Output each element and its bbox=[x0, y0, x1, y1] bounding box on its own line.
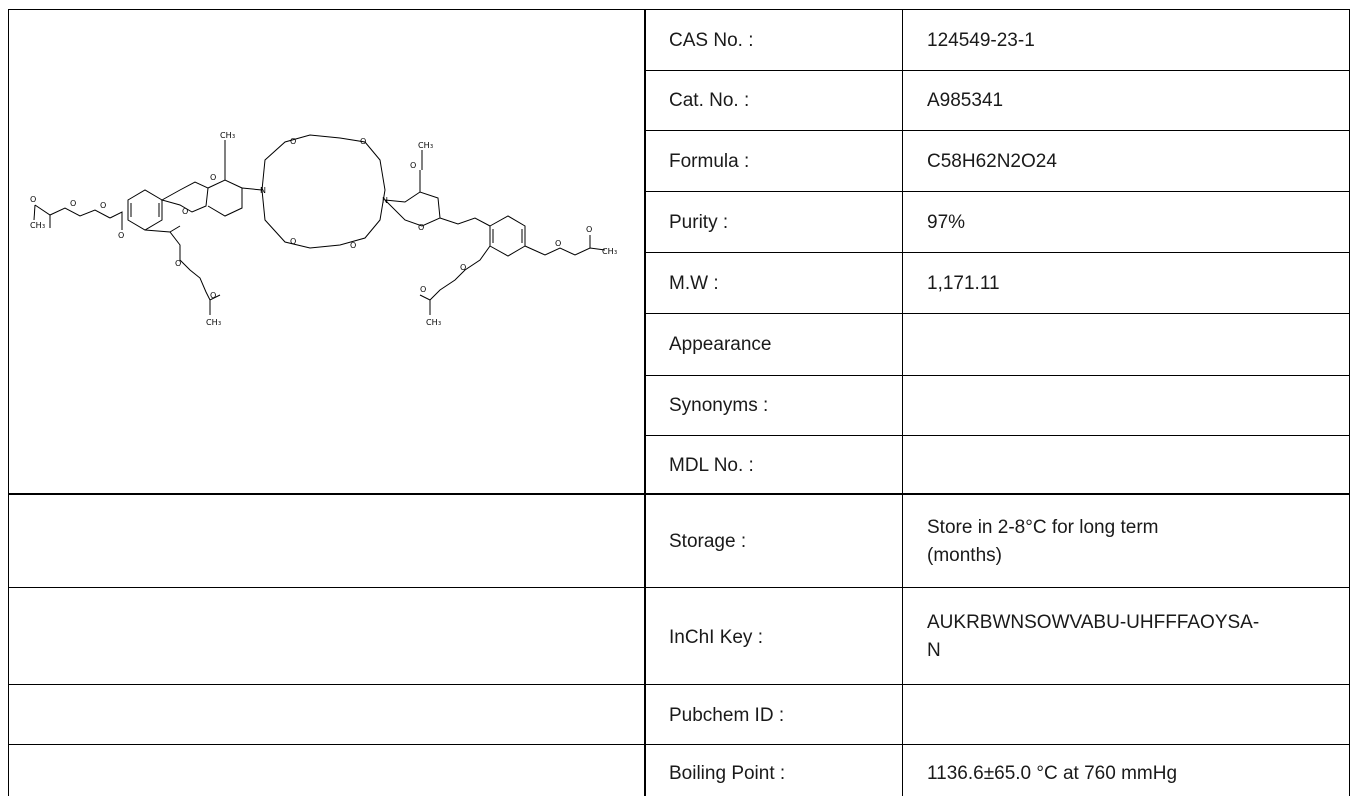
row-divider bbox=[8, 744, 1350, 745]
atom-label: O bbox=[350, 241, 356, 250]
row-divider bbox=[645, 130, 1350, 131]
atom-label: CH bbox=[426, 318, 438, 327]
atom-label: O bbox=[290, 237, 296, 246]
label-mw: M.W : bbox=[669, 273, 719, 294]
label-cas: CAS No. : bbox=[669, 30, 754, 51]
value-cas: 124549-23-1 bbox=[927, 30, 1035, 51]
atom-label: 3 bbox=[218, 321, 221, 327]
atom-label: O bbox=[70, 199, 76, 208]
label-boiling-point: Boiling Point : bbox=[669, 763, 786, 784]
label-mdl: MDL No. : bbox=[669, 455, 754, 476]
value-boiling-point: 1136.6±65.0 °C at 760 mmHg bbox=[927, 763, 1178, 784]
atom-label: 3 bbox=[42, 224, 45, 230]
value-purity: 97% bbox=[927, 212, 966, 233]
row-divider bbox=[8, 493, 1350, 495]
atom-label: 3 bbox=[438, 321, 441, 327]
label-cat: Cat. No. : bbox=[669, 90, 750, 111]
table-border-top bbox=[8, 9, 1350, 10]
atom-label: O bbox=[30, 195, 36, 204]
structure-atom-labels: O O O O CH 3 O CH 3 O N N O O O O O CH 3… bbox=[30, 131, 617, 327]
molecular-structure-image: O O O O CH 3 O CH 3 O N N O O O O O CH 3… bbox=[30, 131, 617, 327]
atom-label: CH bbox=[220, 131, 232, 140]
atom-label: O bbox=[586, 225, 592, 234]
label-inchi-key: InChI Key : bbox=[669, 627, 763, 648]
atom-label: N bbox=[260, 186, 266, 195]
row-divider bbox=[645, 252, 1350, 253]
label-purity: Purity : bbox=[669, 212, 729, 233]
label-storage: Storage : bbox=[669, 531, 747, 552]
atom-label: O bbox=[100, 201, 106, 210]
atom-label: O bbox=[118, 231, 124, 240]
value-storage-line-1: Store in 2-8°C for long term bbox=[927, 517, 1159, 538]
atom-label: O bbox=[182, 207, 188, 216]
structure-bonds bbox=[33, 134, 606, 315]
atom-label: 3 bbox=[232, 134, 235, 140]
row-divider bbox=[8, 684, 1350, 685]
row-divider bbox=[645, 70, 1350, 71]
atom-label: CH bbox=[418, 141, 430, 150]
row-divider bbox=[645, 375, 1350, 376]
atom-label: O bbox=[418, 223, 424, 232]
row-divider bbox=[8, 587, 1350, 588]
atom-label: N bbox=[382, 196, 388, 205]
atom-label: CH bbox=[206, 318, 218, 327]
label-appearance: Appearance bbox=[669, 334, 772, 355]
atom-label: 3 bbox=[614, 250, 617, 256]
value-formula: C58H62N2O24 bbox=[927, 151, 1057, 172]
label-synonyms: Synonyms : bbox=[669, 395, 769, 416]
value-cat: A985341 bbox=[927, 90, 1004, 111]
atom-label: O bbox=[175, 259, 181, 268]
atom-label: O bbox=[360, 137, 366, 146]
row-divider bbox=[645, 191, 1350, 192]
value-inchi-key-line-1: AUKRBWNSOWVABU-UHFFFAOYSA- bbox=[927, 612, 1260, 633]
atom-label: 3 bbox=[430, 144, 433, 150]
atom-label: O bbox=[210, 291, 216, 300]
column-divider bbox=[644, 9, 646, 796]
atom-label: O bbox=[290, 137, 296, 146]
value-storage-line-2: (months) bbox=[927, 545, 1002, 566]
atom-label: O bbox=[420, 285, 426, 294]
row-divider bbox=[645, 313, 1350, 314]
atom-label: O bbox=[210, 173, 216, 182]
column-divider bbox=[902, 9, 903, 796]
atom-label: O bbox=[555, 239, 561, 248]
value-inchi-key-line-2: N bbox=[927, 640, 941, 661]
label-pubchem-id: Pubchem ID : bbox=[669, 705, 785, 726]
atom-label: CH bbox=[30, 221, 42, 230]
row-divider bbox=[645, 435, 1350, 436]
atom-label: CH bbox=[602, 247, 614, 256]
atom-label: O bbox=[460, 263, 466, 272]
value-mw: 1,171.11 bbox=[927, 273, 1000, 294]
label-formula: Formula : bbox=[669, 151, 750, 172]
atom-label: O bbox=[410, 161, 416, 170]
table-border-left bbox=[8, 9, 9, 796]
